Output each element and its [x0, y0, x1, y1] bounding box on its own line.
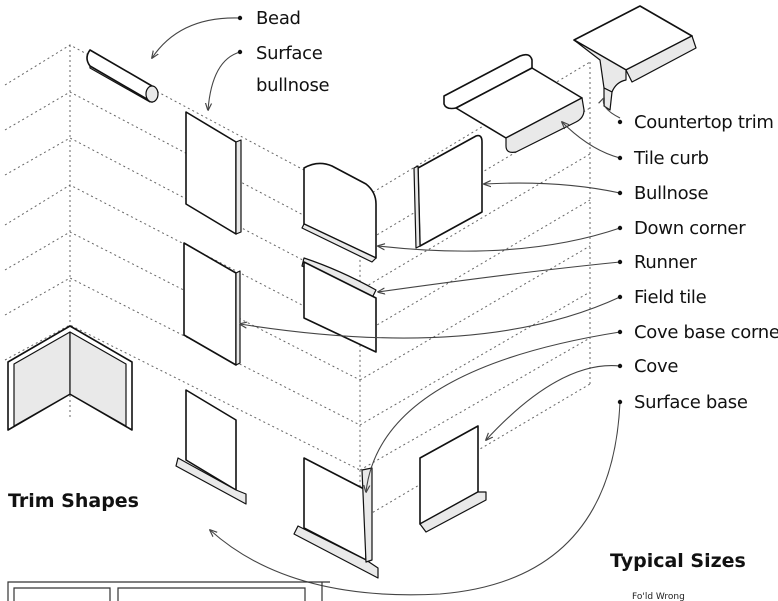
down-corner-tile — [301, 162, 377, 263]
tile-curb-piece — [443, 53, 585, 153]
label-bullets — [237, 15, 623, 405]
bullnose-tile — [413, 134, 483, 249]
field-tile-left — [183, 242, 241, 366]
cove-base-corner-left — [7, 325, 133, 431]
cove-tile-right — [419, 425, 487, 533]
bead-tile — [86, 49, 159, 103]
sizes-table-fragment — [7, 581, 330, 601]
fragment-text: Fo'ld Wrong — [632, 592, 685, 601]
surface-base-tile-left — [175, 389, 247, 505]
cove-base-corner-tile — [293, 457, 379, 579]
guide-lines — [4, 44, 591, 560]
label-bullnose: Bullnose — [634, 183, 708, 204]
label-countertop-trim: Countertop trim — [634, 112, 774, 133]
label-surface-bullnose-line2: bullnose — [256, 75, 330, 96]
label-runner: Runner — [634, 252, 697, 273]
label-field-tile: Field tile — [634, 287, 707, 308]
label-down-corner: Down corner — [634, 218, 746, 239]
label-surface-bullnose-line1: Surface — [256, 43, 323, 64]
label-bead: Bead — [256, 8, 301, 29]
countertop-trim-piece — [573, 5, 697, 111]
label-surface-base: Surface base — [634, 392, 748, 413]
surface-bullnose-tile — [185, 111, 242, 235]
label-cove: Cove — [634, 356, 678, 377]
label-tile-curb: Tile curb — [633, 148, 709, 169]
heading-trim-shapes: Trim Shapes — [8, 490, 139, 512]
label-cove-base-corner: Cove base corner — [634, 322, 778, 343]
leader-arrows — [152, 17, 621, 596]
runner-tile — [301, 257, 377, 353]
heading-typical-sizes: Typical Sizes — [610, 550, 746, 572]
